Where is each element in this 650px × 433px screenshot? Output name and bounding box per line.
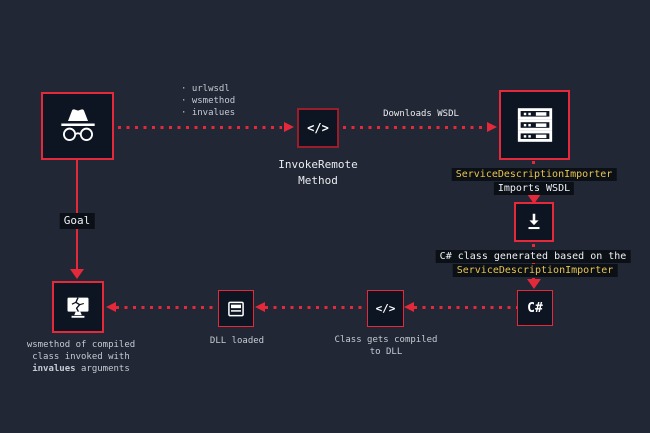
code-icon: </>: [307, 121, 329, 135]
csharp-generated-label-line1: C# class generated based on the: [435, 250, 631, 263]
importer-download-node: [514, 202, 554, 242]
goal-target-node: [52, 281, 104, 333]
goal-result-label: wsmethod of compiled class invoked with …: [26, 340, 136, 374]
dll-node: [218, 290, 254, 327]
broken-computer-icon: [64, 293, 92, 321]
goal-label: Goal: [59, 213, 95, 229]
arrowhead-right-server: [487, 122, 497, 132]
compiler-node: </>: [367, 290, 404, 327]
downloads-wsdl-label: Downloads WSDL: [383, 109, 459, 119]
line-server-to-importer: [532, 161, 535, 169]
arrowhead-down-importer: [527, 194, 541, 204]
imports-wsdl-label: Imports WSDL: [493, 182, 575, 195]
class-compiled-label: Class gets compiled to DLL: [334, 335, 438, 357]
csharp-generated-label-line2: ServiceDescriptionImporter: [452, 264, 618, 277]
arrowhead-down-csharp: [527, 279, 541, 289]
code-icon: </>: [375, 302, 396, 315]
attacker-node: [41, 92, 114, 160]
invalues-emphasis: invalues: [32, 364, 76, 374]
arrowhead-down-goal: [70, 269, 84, 279]
server-icon: [514, 104, 556, 146]
arrow-compiler-to-dll: [265, 306, 367, 309]
csharp-class-node: C#: [517, 290, 553, 326]
param-item: · invalues: [181, 108, 236, 118]
invoke-params-list: · urlwsdl · wsmethod · invalues: [181, 83, 235, 119]
param-item: · wsmethod: [181, 96, 236, 106]
invoke-remote-node: </>: [297, 108, 339, 148]
web-server-node: [499, 90, 570, 160]
arrowhead-right-invoke: [284, 122, 294, 132]
param-item: · urlwsdl: [181, 84, 230, 94]
line-importer-to-csharp: [532, 244, 535, 282]
arrow-attacker-to-invoke: [118, 126, 282, 129]
arrowhead-left-goal: [106, 302, 116, 312]
arrowhead-left-dll: [255, 302, 265, 312]
arrow-csharp-to-compiler: [414, 306, 517, 309]
dll-loaded-label: DLL loaded: [209, 336, 265, 346]
invoke-remote-label: InvokeRemote Method: [278, 158, 358, 187]
service-description-importer-label: ServiceDescriptionImporter: [451, 168, 617, 181]
arrow-dll-to-goal: [116, 306, 218, 309]
csharp-label: C#: [527, 300, 543, 316]
window-icon: [226, 299, 246, 319]
arrow-invoke-to-server: [343, 126, 486, 129]
arrowhead-left-compiler: [404, 302, 414, 312]
download-icon: [523, 211, 545, 233]
incognito-icon: [58, 106, 98, 146]
